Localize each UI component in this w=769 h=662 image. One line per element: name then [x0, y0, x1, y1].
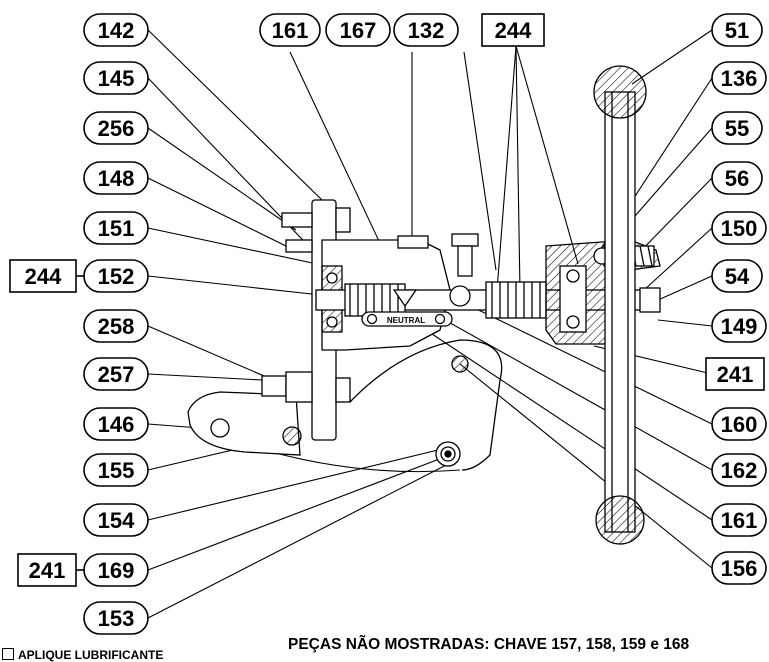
callouts-left: 142 145 256 148 151 152 258 257 146 155 …	[83, 13, 149, 635]
box-241-left: 241	[17, 553, 77, 587]
svg-text:169: 169	[98, 558, 135, 583]
callout-55: 55	[711, 111, 763, 145]
lubricant-note: APLIQUE LUBRIFICANTE	[2, 648, 163, 662]
bolt-257-head	[285, 371, 313, 403]
screw-156	[451, 355, 469, 373]
svg-text:152: 152	[98, 264, 135, 289]
callout-162: 162	[711, 453, 767, 487]
neutral-label: NEUTRAL	[387, 316, 425, 325]
box-241-right: 241	[705, 357, 765, 391]
bolt-148	[285, 239, 313, 253]
callouts-right: 51 136 55 56 150 54 149 160 162 161 156	[711, 13, 767, 585]
svg-text:146: 146	[98, 412, 135, 437]
callout-161-top: 161	[259, 13, 321, 47]
svg-text:151: 151	[98, 216, 135, 241]
lead-screw-left	[344, 283, 406, 317]
callout-145: 145	[83, 61, 149, 95]
svg-text:162: 162	[721, 458, 758, 483]
svg-text:148: 148	[98, 166, 135, 191]
callout-257: 257	[83, 357, 149, 391]
nut-top	[335, 207, 351, 233]
svg-text:256: 256	[98, 116, 135, 141]
svg-text:244: 244	[25, 264, 62, 289]
handwheel-rim	[604, 91, 636, 533]
bolt-132	[451, 233, 479, 247]
svg-text:257: 257	[98, 362, 135, 387]
callout-54: 54	[711, 259, 763, 293]
callout-167: 167	[325, 13, 391, 47]
svg-text:244: 244	[495, 18, 532, 43]
mounting-bracket	[187, 391, 301, 456]
callout-152: 152	[83, 259, 149, 293]
callout-56: 56	[711, 161, 763, 195]
callout-146: 146	[83, 407, 149, 441]
yoke-arm	[349, 339, 503, 471]
bracket-hole	[210, 418, 230, 438]
neutral-plate	[361, 311, 453, 327]
callout-142: 142	[83, 13, 149, 47]
svg-text:241: 241	[29, 558, 66, 583]
svg-text:161: 161	[721, 508, 758, 533]
svg-text:56: 56	[725, 166, 749, 191]
svg-text:258: 258	[98, 314, 135, 339]
callout-151: 151	[83, 211, 149, 245]
svg-text:132: 132	[408, 18, 445, 43]
box-244-top: 244	[481, 13, 545, 47]
callout-149: 149	[711, 309, 767, 343]
svg-text:142: 142	[98, 18, 135, 43]
handwheel-bottom-section	[595, 495, 645, 545]
bolt-257	[261, 375, 287, 397]
handwheel-top-section	[593, 65, 647, 119]
box-244-left: 244	[9, 259, 77, 293]
callout-258: 258	[83, 309, 149, 343]
callout-169: 169	[83, 553, 149, 587]
screw-155	[282, 426, 302, 446]
svg-text:160: 160	[721, 412, 758, 437]
checkbox-square-icon	[2, 648, 14, 660]
pivot-pin	[449, 285, 471, 307]
pin-153	[444, 450, 452, 458]
svg-text:154: 154	[98, 508, 135, 533]
svg-text:145: 145	[98, 66, 135, 91]
svg-text:155: 155	[98, 458, 135, 483]
callout-161-right: 161	[711, 503, 767, 537]
svg-text:136: 136	[721, 66, 758, 91]
callout-155: 155	[83, 453, 149, 487]
svg-text:54: 54	[725, 264, 750, 289]
svg-text:55: 55	[725, 116, 749, 141]
callout-154: 154	[83, 503, 149, 537]
callout-136: 136	[711, 61, 767, 95]
svg-text:150: 150	[721, 216, 758, 241]
callout-156: 156	[711, 551, 767, 585]
parts-not-shown-note: PEÇAS NÃO MOSTRADAS: CHAVE 157, 158, 159…	[288, 636, 690, 653]
callout-256: 256	[83, 111, 149, 145]
handwheel-mechanism: NEUTRAL	[187, 65, 661, 545]
svg-text:51: 51	[725, 18, 749, 43]
callout-160: 160	[711, 407, 767, 441]
nut-54	[639, 287, 661, 313]
lubricant-note-text: APLIQUE LUBRIFICANTE	[18, 648, 164, 662]
svg-text:153: 153	[98, 606, 135, 631]
callout-148: 148	[83, 161, 149, 195]
nut-bottom	[335, 377, 351, 403]
svg-text:149: 149	[721, 314, 758, 339]
callouts-top: 161 167 132	[259, 13, 459, 47]
callout-150: 150	[711, 211, 767, 245]
callout-51: 51	[711, 13, 763, 47]
lead-screw-right	[485, 281, 547, 319]
bolt-167	[397, 235, 429, 249]
pointer	[392, 289, 418, 308]
svg-text:156: 156	[721, 556, 758, 581]
svg-text:241: 241	[717, 362, 754, 387]
bolt-145	[281, 212, 313, 228]
boxed-callouts: 244 244 241 241	[9, 13, 765, 587]
svg-text:161: 161	[272, 18, 309, 43]
svg-text:167: 167	[340, 18, 377, 43]
callout-153: 153	[83, 601, 149, 635]
callout-132: 132	[393, 13, 459, 47]
